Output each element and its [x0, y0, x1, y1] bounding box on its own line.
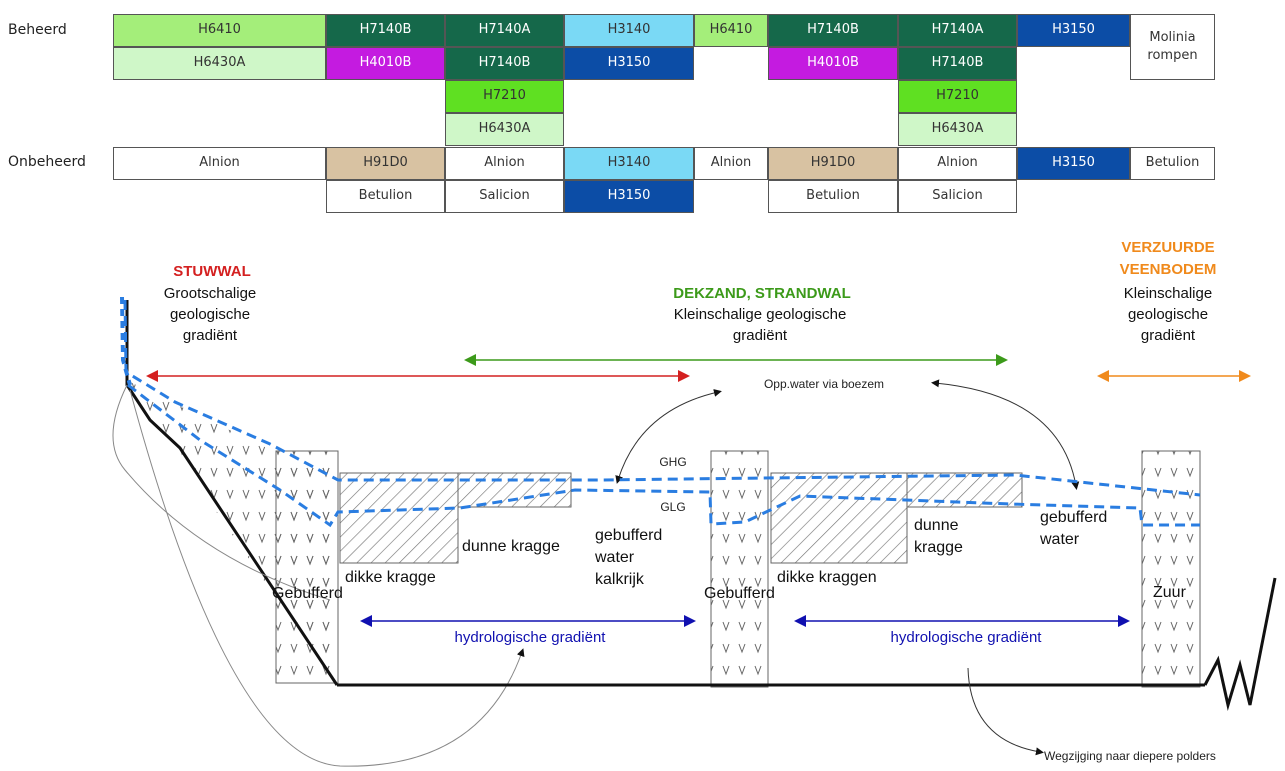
habitat-cell: H3150 — [1017, 147, 1130, 180]
opp-water-arrow-left — [615, 389, 722, 484]
habitat-cell: H3150 — [1017, 14, 1130, 47]
habitat-cell: Betulion — [326, 180, 445, 213]
gebufferd-water-label-1: gebufferd — [595, 527, 662, 544]
veenbodem-sub3: gradiënt — [1141, 327, 1196, 344]
ghg-water-line — [123, 299, 1201, 497]
gebufferd-right-label-1: gebufferd — [1040, 509, 1107, 526]
gebufferd-water-label-2: water — [594, 549, 635, 566]
habitat-cell: Betulion — [768, 180, 898, 213]
habitat-cell: H6430A — [445, 113, 564, 146]
dunne-kragge-label-right-1: dunne — [914, 517, 959, 534]
habitat-cell: H6410 — [113, 14, 326, 47]
middle-peat-column — [710, 450, 769, 688]
habitat-cell: H7140A — [898, 14, 1017, 47]
veenbodem-title2: VEENBODEM — [1120, 261, 1217, 278]
habitat-cell: H3150 — [564, 180, 694, 213]
wegzijging-arrow — [967, 667, 1044, 756]
gebufferd-mid-label: Gebufferd — [704, 585, 775, 602]
habitat-cell: H6430A — [898, 113, 1017, 146]
dikke-kragge-block-right — [770, 472, 908, 564]
veenbodem-sub1: Kleinschalige — [1124, 285, 1212, 302]
row-label-onbeheerd: Onbeheerd — [8, 154, 86, 170]
habitat-cell: H3140 — [564, 147, 694, 180]
dekzand-sub2: gradiënt — [733, 327, 788, 344]
habitat-cell: H7140B — [768, 14, 898, 47]
habitat-cell: Alnion — [898, 147, 1017, 180]
habitat-cell: H7140B — [898, 47, 1017, 80]
habitat-cell: H4010B — [768, 47, 898, 80]
glg-water-line — [127, 383, 1200, 528]
habitat-cell: Salicion — [445, 180, 564, 213]
veenbodem-sub2: geologische — [1128, 306, 1208, 323]
gebufferd-right-label-2: water — [1039, 531, 1080, 548]
habitat-cell: H4010B — [326, 47, 445, 80]
left-peat-column — [275, 450, 339, 684]
opp-water-arrow-right — [931, 379, 1080, 490]
dikke-kragge-label-left: dikke kragge — [345, 569, 436, 586]
stuwwal-sub3: gradiënt — [183, 327, 238, 344]
peak-water-line — [120, 296, 132, 386]
habitat-cell: Alnion — [445, 147, 564, 180]
habitat-cell: H7210 — [445, 80, 564, 113]
habitat-cell: Alnion — [113, 147, 326, 180]
glg-label: GLG — [660, 500, 685, 514]
right-peat-column — [1141, 450, 1201, 688]
hydro-label-left: hydrologische gradiënt — [455, 629, 607, 646]
habitat-cell: H7210 — [898, 80, 1017, 113]
habitat-cell: H3150 — [564, 47, 694, 80]
stuwwal-sub1: Grootschalige — [164, 285, 257, 302]
wegzijging-label: Wegzijging naar diepere polders — [1044, 749, 1216, 763]
stuwwal-title: STUWWAL — [173, 263, 250, 280]
zigzag-edge — [1203, 577, 1277, 711]
dekzand-title: DEKZAND, STRANDWAL — [673, 285, 851, 302]
habitat-cell: H6430A — [113, 47, 326, 80]
habitat-cell: H91D0 — [768, 147, 898, 180]
dikke-kragge-block-left — [339, 472, 459, 564]
habitat-cell: Betulion — [1130, 147, 1215, 180]
habitat-cell: Alnion — [694, 147, 768, 180]
zuur-label: Zuur — [1153, 584, 1187, 601]
habitat-cell: H6410 — [694, 14, 768, 47]
dekzand-sub1: Kleinschalige geologische — [674, 306, 847, 323]
stuwwal-seepage-curve — [112, 384, 331, 601]
gebufferd-water-label-3: kalkrijk — [595, 571, 645, 588]
habitat-cell: Molinia rompen — [1130, 14, 1215, 80]
dunne-kragge-block-left — [457, 472, 572, 508]
ghg-label: GHG — [659, 455, 686, 469]
dikke-kraggen-label: dikke kraggen — [777, 569, 877, 586]
stuwwal-return-curve — [129, 389, 525, 767]
dunne-kragge-label-left: dunne kragge — [462, 538, 560, 555]
habitat-cell: H7140A — [445, 14, 564, 47]
gebufferd-left-label: Gebufferd — [272, 585, 343, 602]
habitat-cell: H91D0 — [326, 147, 445, 180]
habitat-cell: H7140B — [326, 14, 445, 47]
dunne-kragge-label-right-2: kragge — [914, 539, 963, 556]
habitat-cell: H3140 — [564, 14, 694, 47]
habitat-cell: Salicion — [898, 180, 1017, 213]
opp-water-label: Opp.water via boezem — [764, 377, 884, 391]
veenbodem-title1: VERZUURDE — [1121, 239, 1214, 256]
hydro-label-right: hydrologische gradiënt — [891, 629, 1043, 646]
row-label-beheerd: Beheerd — [8, 22, 67, 38]
habitat-cell: H7140B — [445, 47, 564, 80]
stuwwal-sub2: geologische — [170, 306, 250, 323]
